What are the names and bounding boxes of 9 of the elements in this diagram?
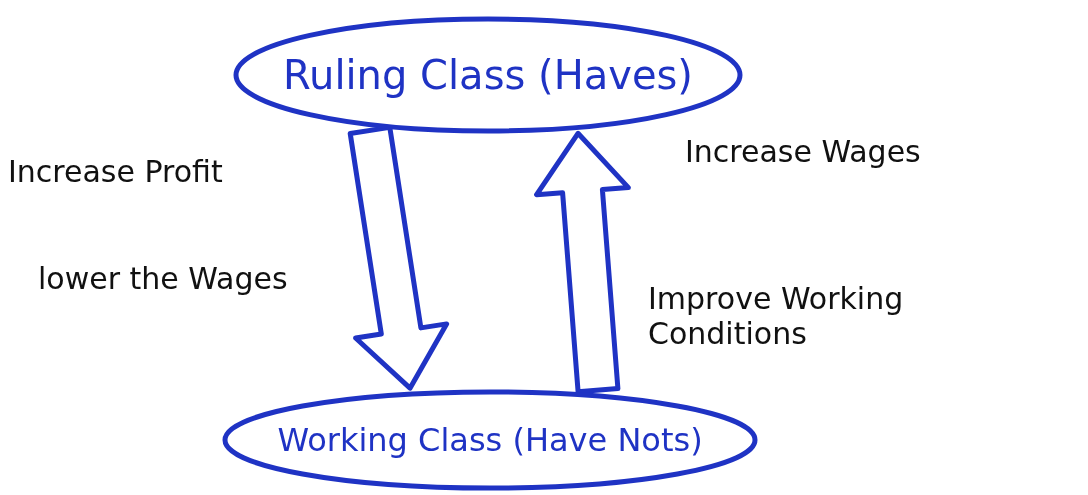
node-label: Working Class (Have Nots) — [277, 421, 703, 459]
arrow-caption: Improve Working Conditions — [648, 282, 905, 351]
ellipse-node — [221, 388, 759, 492]
arrow-caption: Increase Wages — [685, 135, 922, 170]
node-label: Ruling Class (Haves) — [283, 52, 693, 98]
ellipse-node — [232, 15, 744, 135]
arrow-caption: Increase Profit — [8, 155, 224, 190]
arrow-caption: lower the Wages — [38, 262, 289, 297]
block-arrow — [534, 130, 631, 395]
